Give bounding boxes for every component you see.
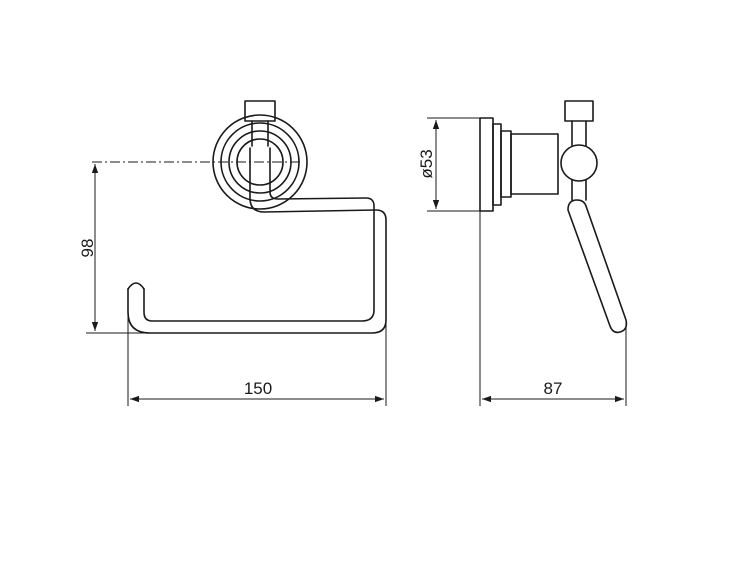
depth-dimension-label: 87 [544, 379, 563, 398]
wall-flange [479, 117, 559, 212]
width-dimension-label: 150 [244, 379, 272, 398]
front-view: 98 150 [78, 100, 387, 406]
side-top-cap [564, 100, 594, 147]
width-dimension: 150 [127, 290, 387, 406]
side-arm [567, 199, 628, 334]
side-view: ø53 87 [417, 100, 628, 406]
ball-joint [560, 144, 598, 182]
holder-arm [127, 147, 387, 334]
depth-dimension: 87 [479, 211, 627, 406]
diameter-dimension: ø53 [417, 117, 480, 212]
height-dimension: 98 [78, 164, 150, 334]
diameter-dimension-label: ø53 [417, 149, 436, 178]
top-cap [244, 100, 276, 147]
height-dimension-label: 98 [78, 239, 97, 258]
